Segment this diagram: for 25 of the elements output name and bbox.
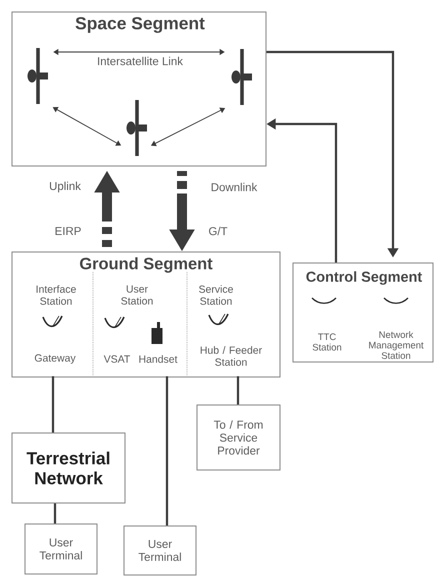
station-label: Network Management Station bbox=[369, 331, 424, 359]
connector-line bbox=[166, 376, 168, 526]
station-label: Interface Station bbox=[36, 285, 76, 305]
station-label: User Station bbox=[121, 285, 153, 305]
parameter-label: G/T bbox=[209, 226, 228, 236]
terminal-box: User Terminal bbox=[24, 524, 98, 574]
terminal-box: User Terminal bbox=[124, 526, 196, 576]
provider-box: To / From Service Provider bbox=[196, 404, 280, 470]
station-type-label: VSAT bbox=[104, 355, 130, 363]
parameter-label: EIRP bbox=[56, 227, 81, 235]
connector-line bbox=[52, 376, 54, 432]
satellite-drawing bbox=[28, 48, 48, 104]
edge-label: Downlink bbox=[210, 182, 258, 192]
station-type-label: Handset bbox=[139, 355, 178, 363]
edge-label: Uplink bbox=[48, 180, 82, 194]
satellite-drawing bbox=[232, 49, 252, 105]
station-label: TTC Station bbox=[312, 333, 342, 351]
station-label: Service Station bbox=[199, 285, 233, 305]
edge-label: Intersatellite Link bbox=[96, 56, 184, 66]
network-box: Terrestrial Network bbox=[12, 432, 126, 504]
station-type-label: Gateway bbox=[34, 354, 76, 364]
connector-line bbox=[54, 504, 56, 524]
station-type-label: Hub / Feeder Station bbox=[200, 346, 262, 366]
satellite-drawing bbox=[126, 100, 147, 156]
connector-line bbox=[236, 376, 240, 404]
